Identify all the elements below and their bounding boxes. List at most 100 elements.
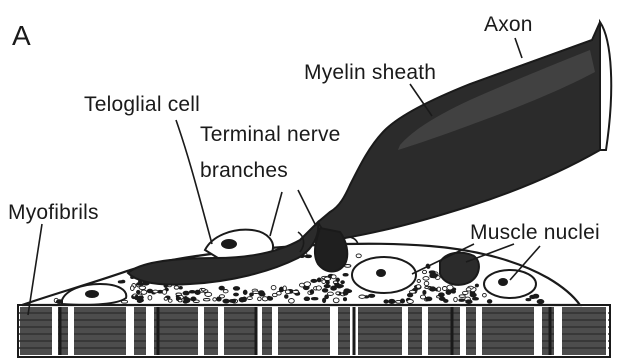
granule [316,286,321,290]
granule [179,287,182,290]
granule [333,281,337,284]
granule [343,291,348,295]
muscle-nucleus-1-nucleolus [376,269,386,277]
myofibril-band [542,307,554,355]
myofibril-band [408,307,422,355]
granule [341,281,345,284]
granule [473,298,479,301]
granule [203,299,210,301]
granule [289,299,295,304]
terminal-branch-right [315,228,347,272]
granule [331,275,336,279]
granule [459,295,465,298]
myelin-sheath [318,22,600,238]
granule [430,287,436,291]
granule [439,293,445,297]
myofibril-band [74,307,126,355]
granule [162,290,166,295]
myofibril-band [460,307,466,355]
label-teloglial-cell: Teloglial cell [84,94,200,115]
granule [446,290,451,294]
granule [466,300,472,304]
granule [153,290,158,293]
granule [325,295,329,299]
myofibril-band [562,307,606,355]
myofibril-band [20,307,52,355]
granule [202,288,206,291]
granule [322,289,328,293]
granule [205,292,212,296]
granule [444,299,449,302]
label-terminal-nerve-line1: Terminal nerve [200,124,341,145]
granule [470,293,476,297]
granule [195,290,200,294]
granule [139,286,146,290]
label-muscle-nuclei: Muscle nuclei [470,222,600,243]
granule [322,280,326,284]
granule [242,297,246,302]
granule [526,298,531,300]
myofibril-band [358,307,402,355]
myofibril-band [606,307,608,355]
granule [451,289,455,293]
granule [530,295,536,298]
myofibril-band [422,307,428,355]
myofibril-band [262,307,272,355]
myofibril-band [330,307,338,355]
myofibril-band [402,307,408,355]
label-terminal-nerve-line2: branches [200,160,288,181]
granule [147,289,153,293]
muscle-fiber [18,305,610,357]
granule [277,291,282,295]
granule [423,277,429,281]
lower-left-nucleus [85,290,99,298]
leader-terminal-nerve-b [298,190,316,226]
granule [420,295,425,299]
granule [219,286,224,290]
granule [343,298,346,301]
leader-terminal-nerve-a [270,192,282,236]
lower-left-cell [62,284,126,305]
granule [463,291,469,294]
myofibril-band [534,307,542,355]
muscle-nucleus-3-nucleolus [498,278,508,286]
myofibril-band [482,307,534,355]
muscle-nucleus-3 [484,270,536,298]
myofibril-band [198,307,204,355]
myofibril-band [68,307,74,355]
granule [356,254,361,258]
granule [317,278,321,282]
granule [217,297,222,301]
granule [384,300,388,303]
granule [333,298,339,303]
myofibril-band [554,307,562,355]
granule [483,293,487,297]
granule [424,281,429,285]
granule [174,286,179,289]
granule [407,300,413,304]
granule [213,298,217,301]
granule [131,286,135,291]
granule [326,281,329,285]
myofibril-band [476,307,482,355]
granule [259,293,265,297]
granule [141,290,147,294]
myofibril-striations [19,307,609,355]
granule [189,291,195,294]
granule [184,297,188,302]
axon-end-cap [600,22,611,150]
granule [258,297,262,301]
granule [250,293,254,296]
label-myelin-sheath: Myelin sheath [304,62,436,83]
granule [310,290,314,295]
myofibril-band [126,307,134,355]
granule [417,280,420,283]
granule [338,285,344,288]
granule [178,299,182,302]
myofibril-band [466,307,476,355]
granule [487,300,492,304]
granule [429,271,435,274]
granule [148,295,152,300]
